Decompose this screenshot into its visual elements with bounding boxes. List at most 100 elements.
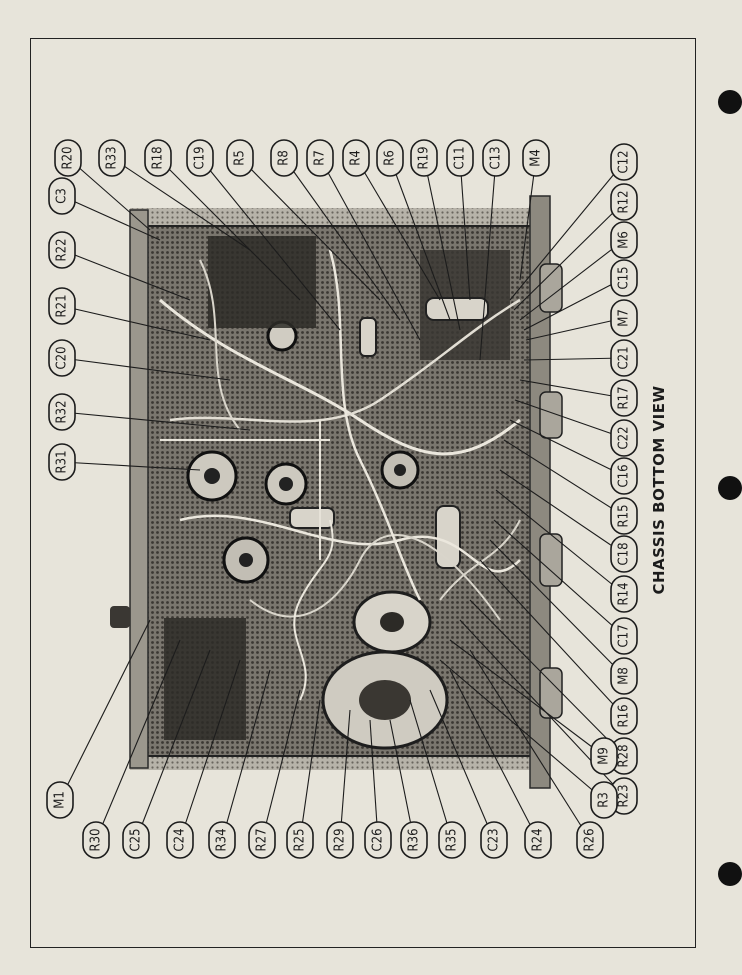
- callout-text: M8: [617, 667, 632, 685]
- callout-text: C26: [371, 828, 386, 851]
- callout-r30: R30: [82, 821, 110, 859]
- callout-r8: R8: [270, 139, 298, 177]
- callout-bubble: [446, 139, 474, 177]
- callout-bubble: [186, 139, 214, 177]
- callout-r14: R14: [610, 575, 638, 613]
- leader-m7: [525, 317, 625, 341]
- leader-r22: [61, 249, 191, 301]
- callout-c17: C17: [610, 617, 638, 655]
- callout-r26: R26: [576, 821, 604, 859]
- leader-r28: [469, 599, 625, 757]
- leader-c12: [509, 161, 625, 301]
- callout-text: R24: [531, 828, 546, 851]
- leader-r12: [513, 201, 625, 311]
- leader-r31: [61, 461, 201, 471]
- callout-bubble: [590, 737, 618, 775]
- callout-text: R22: [55, 238, 70, 261]
- leader-r5: [239, 157, 381, 301]
- leader-r6: [389, 157, 451, 321]
- callout-text: R4: [349, 150, 364, 166]
- callout-r19: R19: [410, 139, 438, 177]
- callout-text: R18: [151, 146, 166, 169]
- callout-text: R36: [407, 828, 422, 851]
- callout-c22: C22: [610, 419, 638, 457]
- callout-r20: R20: [54, 139, 82, 177]
- leader-r34: [221, 669, 271, 841]
- callout-bubble: [610, 379, 638, 417]
- binder-hole-top: [718, 90, 742, 114]
- callout-c25: C25: [122, 821, 150, 859]
- callout-text: R15: [617, 504, 632, 527]
- callout-text: C25: [129, 828, 144, 851]
- leader-c19: [199, 157, 341, 331]
- leader-r8: [283, 157, 401, 321]
- leader-r3: [439, 659, 605, 801]
- callout-c18: C18: [610, 535, 638, 573]
- callout-text: R7: [313, 150, 328, 166]
- callout-c13: C13: [482, 139, 510, 177]
- callout-r28: R28: [610, 737, 638, 775]
- callout-r4: R4: [342, 139, 370, 177]
- callout-m7: M7: [610, 299, 638, 337]
- leader-r27: [261, 689, 301, 841]
- leader-m8: [489, 539, 625, 677]
- leader-r33: [111, 157, 251, 251]
- leader-r29: [339, 709, 351, 841]
- callout-text: M9: [597, 747, 612, 765]
- callout-text: C15: [617, 266, 632, 289]
- callout-text: R34: [215, 828, 230, 851]
- leader-r32: [61, 411, 251, 431]
- page-border: [30, 38, 696, 948]
- leader-c25: [135, 649, 211, 841]
- callout-m9: M9: [590, 737, 618, 775]
- callout-c15: C15: [610, 259, 638, 297]
- leader-r24: [449, 669, 539, 841]
- callout-r34: R34: [208, 821, 236, 859]
- callout-c20: C20: [48, 339, 76, 377]
- callout-text: R32: [55, 400, 70, 423]
- callout-bubble: [226, 139, 254, 177]
- leader-r25: [299, 699, 321, 841]
- leader-c20: [61, 357, 231, 381]
- callout-bubble: [610, 221, 638, 259]
- callout-bubble: [286, 821, 314, 859]
- callout-text: R8: [277, 150, 292, 166]
- callout-r31: R31: [48, 443, 76, 481]
- leader-c3: [61, 195, 161, 241]
- callout-text: R23: [617, 784, 632, 807]
- callout-bubble: [610, 497, 638, 535]
- callout-bubble: [590, 781, 618, 819]
- callout-r6: R6: [376, 139, 404, 177]
- callout-text: C18: [617, 542, 632, 565]
- leader-c21: [523, 357, 625, 361]
- callout-bubble: [82, 821, 110, 859]
- callout-text: R3: [597, 792, 612, 808]
- callout-bubble: [376, 139, 404, 177]
- callout-text: M1: [53, 791, 68, 809]
- callout-r5: R5: [226, 139, 254, 177]
- callout-bubble: [438, 821, 466, 859]
- callout-text: R14: [617, 582, 632, 605]
- callout-bubble: [48, 177, 76, 215]
- callout-text: C23: [487, 828, 502, 851]
- leader-m1: [59, 619, 151, 801]
- callout-bubble: [48, 443, 76, 481]
- callout-bubble: [610, 419, 638, 457]
- callout-text: M7: [617, 309, 632, 327]
- callout-m1: M1: [46, 781, 74, 819]
- callout-text: R30: [89, 828, 104, 851]
- callout-bubble: [48, 231, 76, 269]
- leader-r7: [319, 157, 421, 341]
- leader-r4: [355, 157, 441, 301]
- callout-m6: M6: [610, 221, 638, 259]
- callout-bubble: [610, 299, 638, 337]
- callout-text: R21: [55, 294, 70, 317]
- callout-bubble: [166, 821, 194, 859]
- callout-bubble: [46, 781, 74, 819]
- callout-bubble: [326, 821, 354, 859]
- callout-r35: R35: [438, 821, 466, 859]
- binder-hole-bottom: [718, 862, 742, 886]
- callout-text: C16: [617, 464, 632, 487]
- callout-bubble: [342, 139, 370, 177]
